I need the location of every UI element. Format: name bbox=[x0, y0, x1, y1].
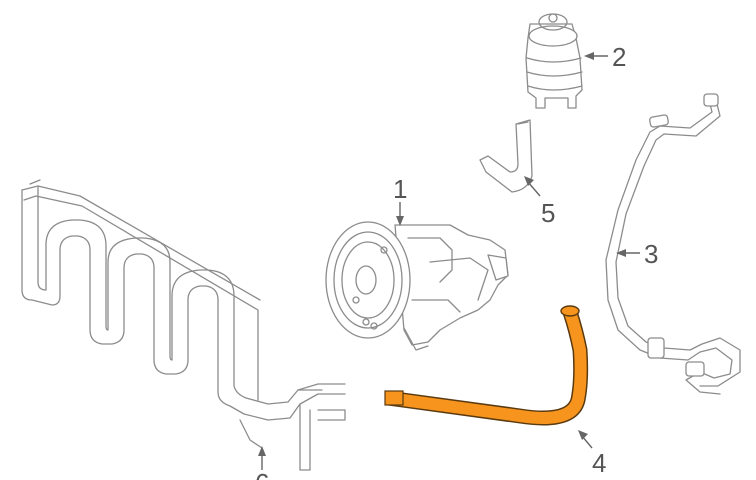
pressure-line-part bbox=[605, 93, 741, 395]
callout-cooler: 6 bbox=[255, 468, 269, 480]
supply-hose-part bbox=[479, 119, 533, 193]
callout-reservoir: 2 bbox=[612, 42, 626, 72]
callout-pressure-line: 3 bbox=[644, 239, 658, 269]
cooler-part bbox=[21, 179, 346, 471]
return-hose-part bbox=[384, 305, 589, 426]
callout-supply-hose: 5 bbox=[541, 198, 555, 228]
leader-lines bbox=[258, 52, 640, 470]
reservoir-part bbox=[525, 13, 583, 109]
callout-return-hose: 4 bbox=[592, 448, 606, 478]
callout-pump: 1 bbox=[393, 174, 407, 204]
pump-part bbox=[325, 221, 509, 351]
return-hose-highlight bbox=[387, 310, 587, 424]
